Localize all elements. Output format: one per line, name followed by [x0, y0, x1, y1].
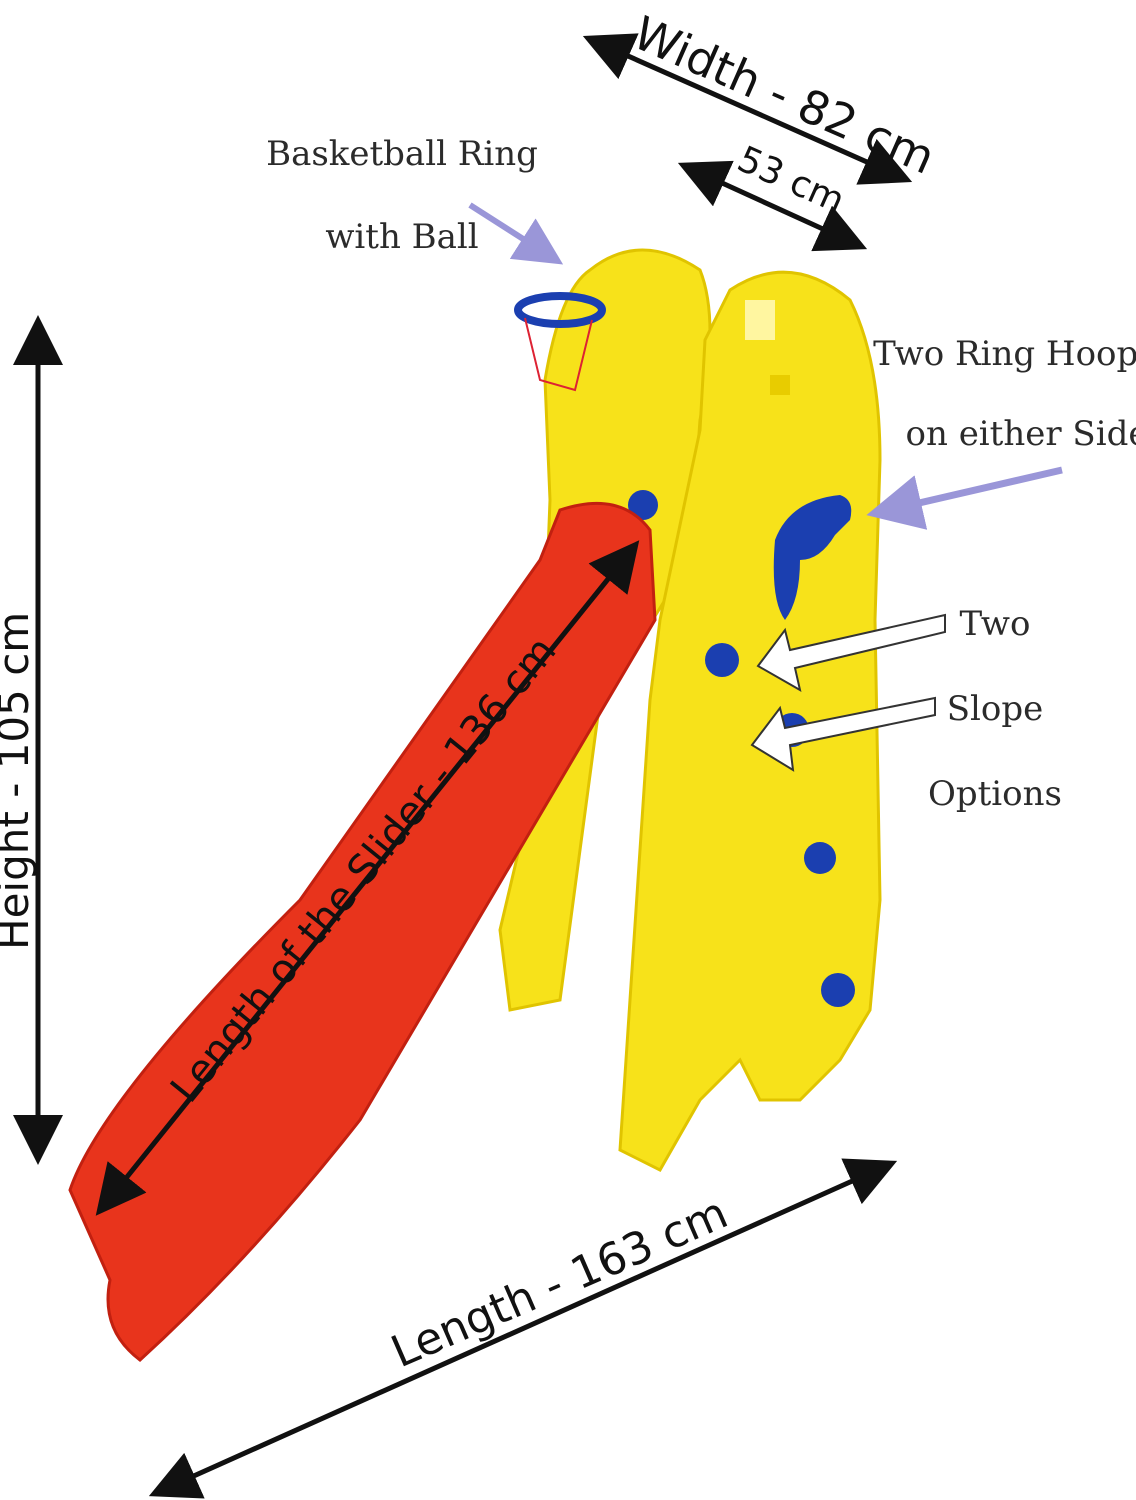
- slope-callout-line2: Slope: [947, 689, 1044, 729]
- length-arrow: [148, 1158, 898, 1499]
- hooplas-callout-line1: Two Ring Hooplas: [873, 334, 1136, 374]
- length-label: Length - 163 cm: [384, 1188, 735, 1379]
- basketball-hoop: [514, 292, 606, 392]
- basketball-callout-line1: Basketball Ring: [266, 134, 538, 174]
- hooplas-callout-line2: on either Side: [906, 414, 1136, 454]
- slope-callout-arrows: [750, 613, 946, 772]
- inner-width-arrow: [677, 160, 868, 252]
- slope-callout-line3: Options: [928, 774, 1062, 814]
- front-panel-elephant: [618, 270, 882, 1172]
- basketball-callout-arrow: [468, 202, 564, 265]
- inner-width-label: 53 cm: [731, 139, 850, 222]
- basketball-callout-line2: with Ball: [325, 217, 478, 257]
- slider-length-arrow: [95, 540, 640, 1216]
- width-arrow: [582, 33, 913, 185]
- slope-callout-line1: Two: [959, 604, 1030, 644]
- hooplas-callout-arrow: [866, 466, 1063, 530]
- height-label: Height - 105 cm: [0, 612, 38, 950]
- elephant-trunk-hoopla-icon: [773, 495, 852, 620]
